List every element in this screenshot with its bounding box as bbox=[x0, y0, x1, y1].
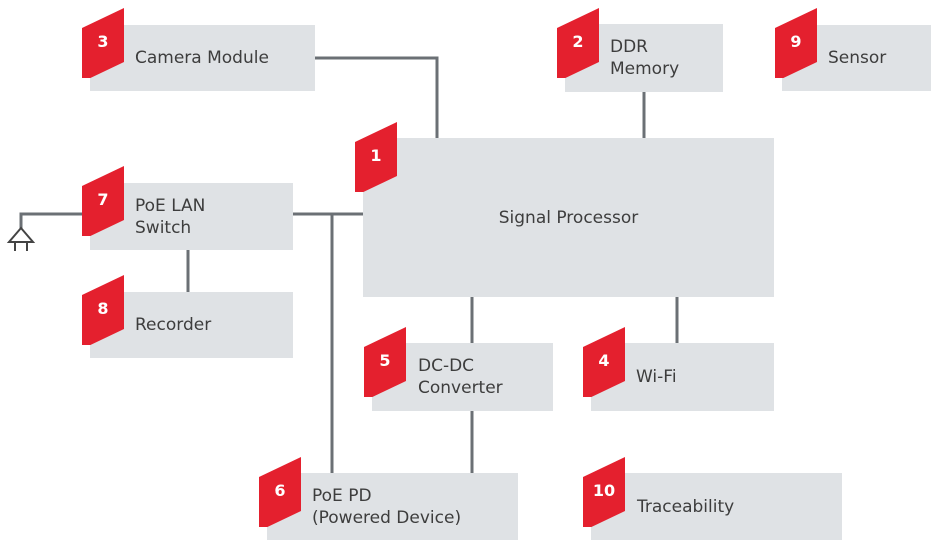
badge-8-number: 8 bbox=[97, 299, 109, 318]
label-camera-module: Camera Module bbox=[135, 48, 269, 68]
badge-10-number: 10 bbox=[592, 481, 616, 500]
label-sensor: Sensor bbox=[828, 48, 887, 68]
label-poe-lan-switch: PoE LAN Switch bbox=[135, 195, 206, 238]
badge-9: 9 bbox=[775, 8, 817, 78]
badge-3: 3 bbox=[82, 8, 124, 78]
box-signal-processor: Signal Processor bbox=[363, 138, 774, 297]
line-power-switch bbox=[19, 212, 90, 229]
box-camera-module: Camera Module bbox=[90, 25, 315, 91]
badge-1: 1 bbox=[355, 122, 397, 192]
badge-7-number: 7 bbox=[97, 190, 109, 209]
badge-2-number: 2 bbox=[572, 32, 584, 51]
badge-1-number: 1 bbox=[370, 146, 382, 165]
badge-5: 5 bbox=[364, 327, 406, 397]
badge-10: 10 bbox=[583, 457, 625, 527]
badge-7: 7 bbox=[82, 166, 124, 236]
badge-4: 4 bbox=[583, 327, 625, 397]
badge-3-number: 3 bbox=[97, 32, 109, 51]
badge-6-number: 6 bbox=[274, 481, 286, 500]
label-recorder: Recorder bbox=[135, 315, 212, 335]
badge-4-number: 4 bbox=[598, 351, 610, 370]
badge-6: 6 bbox=[259, 457, 301, 527]
badge-9-number: 9 bbox=[790, 32, 802, 51]
badge-2: 2 bbox=[557, 8, 599, 78]
badge-8: 8 bbox=[82, 275, 124, 345]
line-camera-processor bbox=[315, 56, 439, 138]
label-signal-processor: Signal Processor bbox=[498, 207, 639, 228]
label-dc-dc-converter: DC-DC Converter bbox=[418, 356, 503, 398]
label-poe-pd: PoE PD (Powered Device) bbox=[312, 485, 462, 528]
box-poe-pd: PoE PD (Powered Device) bbox=[267, 473, 518, 540]
box-traceability: Traceability bbox=[591, 473, 842, 540]
label-traceability: Traceability bbox=[637, 496, 735, 517]
label-wi-fi: Wi-Fi bbox=[636, 367, 677, 387]
badge-5-number: 5 bbox=[379, 351, 391, 370]
power-plug-icon bbox=[6, 226, 36, 251]
label-ddr-memory: DDR Memory bbox=[610, 37, 680, 79]
